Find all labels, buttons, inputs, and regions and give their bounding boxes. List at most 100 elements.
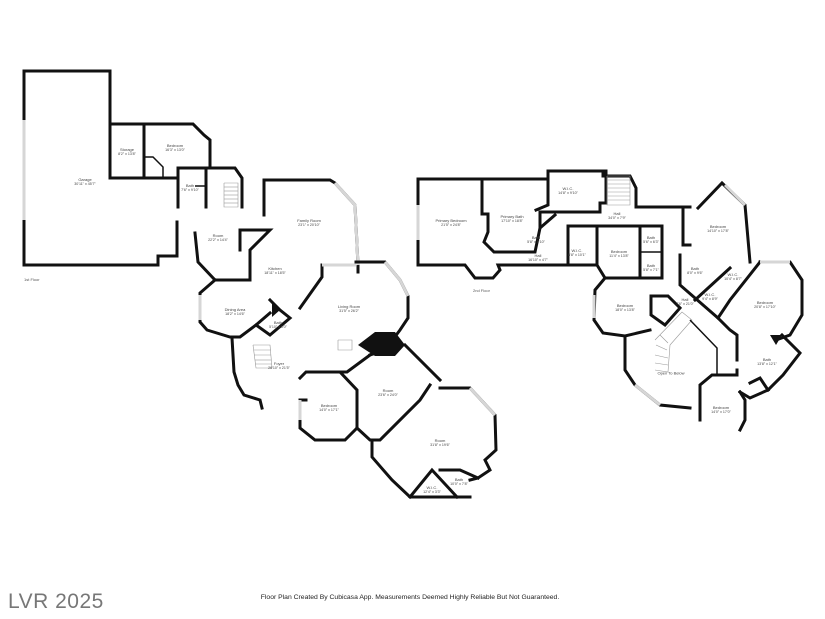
room-dimensions: 13'8" x 12'1" (757, 362, 777, 366)
floor-label-first: 1st Floor (24, 277, 40, 282)
room-dimensions: 14'10" x 17'8" (707, 229, 729, 233)
room-dimensions: 20'8" x 17'10" (754, 305, 776, 309)
room-dimensions: 16'10" x 4'7" (528, 258, 548, 262)
room-name: Bath (273, 320, 283, 325)
room-name: Bedroom (616, 303, 634, 308)
room-dimensions: 18'0" x 13'8" (615, 308, 635, 312)
room-dimensions: 23'1" x 20'10" (298, 223, 320, 227)
room-name: Bath (454, 477, 464, 482)
room-name: Family Room (297, 218, 321, 223)
room-dimensions: 8'0" x 9'6" (687, 271, 703, 275)
room-name: Bath (185, 183, 195, 188)
room-dimensions: 31'8" x 19'6" (430, 443, 450, 447)
room-label: Open To Below (657, 371, 684, 376)
room-name: Bedroom (756, 300, 774, 305)
room-dimensions: 10'4" x 8'7" (724, 277, 742, 281)
room-dimensions: 23'6" x 24'0" (378, 393, 398, 397)
room-dimensions: 21'5" x 24'8" (441, 223, 461, 227)
room-name: Dining Area (224, 307, 246, 312)
room-name: Hall (681, 297, 689, 302)
room-dimensions: 8'8" x 10'1" (568, 253, 586, 257)
room-name: Living Room (337, 304, 361, 309)
room-dimensions: 11'4" x 13'8" (609, 254, 629, 258)
first-floor-walls (22, 69, 498, 500)
room-name: Foyer (273, 361, 285, 366)
room-name: Bath (762, 357, 772, 362)
room-dimensions: 12'4" x 3'3" (423, 490, 441, 494)
room-name: Hall (613, 211, 621, 216)
room-label: W.I.C.14'8" x 9'10" (558, 186, 578, 196)
room-dimensions: 30'11" x 45'7" (74, 182, 96, 186)
room-dimensions: 26'10" x 21'5" (268, 366, 290, 370)
room-name: Storage (119, 147, 134, 152)
room-dimensions: 17'10" x 18'8" (501, 219, 523, 223)
room-dimensions: 10'0" x 7'8" (450, 482, 468, 486)
disclaimer-text: Floor Plan Created By Cubicasa App. Meas… (260, 594, 560, 601)
room-label: W.I.C.9'4" x 8'9" (702, 292, 718, 302)
room-name: Primary Bedroom (435, 218, 467, 223)
room-dimensions: 5'10" x 6'0" (269, 325, 287, 329)
room-dimensions: 5'8" x 7'1" (643, 268, 659, 272)
room-name: Bath (690, 266, 700, 271)
room-name: W.I.C. (571, 248, 583, 253)
watermark-text: LVR 2025 (8, 590, 104, 613)
room-name: W.I.C. (727, 272, 739, 277)
room-name: Garage (78, 177, 92, 182)
room-name: Bedroom (610, 249, 628, 254)
room-label: W.I.C.8'8" x 10'1" (568, 248, 586, 258)
room-name: Room (434, 438, 446, 443)
room-name: W.I.C. (562, 186, 574, 191)
room-dimensions: 8'2" x 13'8" (118, 152, 136, 156)
room-name: Open To Below (657, 370, 685, 376)
room-dimensions: 14'0" x 17'0" (711, 410, 731, 414)
room-label: W.I.C.10'4" x 8'7" (724, 272, 742, 282)
room-name: W.I.C. (426, 485, 438, 490)
room-dimensions: 5'8" x 5'10" (527, 240, 545, 244)
room-name: Bath (646, 235, 656, 240)
room-dimensions: 16'3" x 13'0" (165, 148, 185, 152)
room-name: Bedroom (709, 224, 727, 229)
room-dimensions: 5'6" x 6'3" (643, 240, 659, 244)
room-name: Bedroom (166, 143, 184, 148)
room-name: Bath (531, 235, 541, 240)
room-name: Bath (646, 263, 656, 268)
room-dimensions: 7'6" x 9'10" (181, 188, 199, 192)
room-dimensions: 18'2" x 14'6" (225, 312, 245, 316)
room-name: Primary Bath (500, 214, 524, 219)
room-name: Bedroom (712, 405, 730, 410)
room-name: Room (382, 388, 394, 393)
room-dimensions: 7'6" x 21'0" (676, 302, 694, 306)
room-name: Kitchen (268, 266, 282, 271)
room-dimensions: 18'11" x 18'5" (264, 271, 286, 275)
room-dimensions: 14'8" x 9'10" (558, 191, 578, 195)
